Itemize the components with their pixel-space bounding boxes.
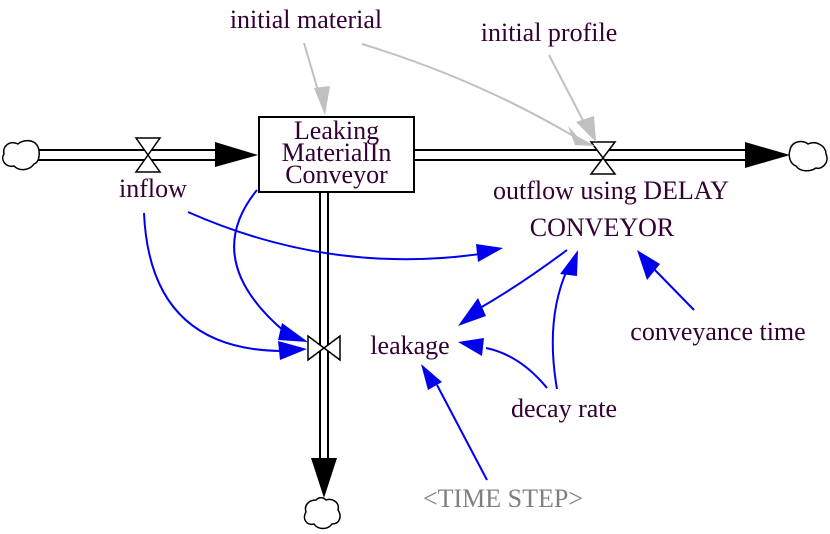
- link-decay-to-outflow: [551, 269, 568, 390]
- leakage-valve-icon[interactable]: [307, 334, 341, 362]
- arrowhead: [278, 323, 308, 342]
- arrowhead: [314, 86, 330, 115]
- init-links: [303, 42, 596, 146]
- initial-material-label[interactable]: initial material: [229, 5, 383, 34]
- arrowhead: [576, 116, 596, 142]
- inflow-label[interactable]: inflow: [119, 174, 187, 203]
- stock-leaking-material-in-conveyor[interactable]: Leaking MaterialIn Conveyor: [258, 116, 415, 193]
- link-initial-profile-to-outflow: [548, 54, 589, 131]
- leak-sink-cloud-icon: [303, 496, 341, 530]
- link-timestep-to-leakage: [436, 384, 488, 481]
- sink-cloud-icon: [788, 140, 828, 172]
- link-inflow-to-outflow: [187, 211, 481, 261]
- arrowhead: [458, 298, 486, 326]
- link-initial-material-to-outflow: [361, 43, 581, 141]
- inflow-pipe: [38, 142, 258, 167]
- outflow-pipe: [415, 142, 790, 168]
- outflow-label-line2[interactable]: CONVEYOR: [529, 213, 675, 242]
- arrowhead: [421, 364, 442, 390]
- arrowhead: [568, 126, 595, 146]
- arrowhead: [476, 244, 503, 262]
- causal-links: [143, 189, 695, 481]
- link-decay-to-leakage: [485, 347, 548, 389]
- link-stock-to-leakage: [233, 189, 286, 333]
- stock-label-line2: MaterialIn: [281, 138, 392, 167]
- stock-label-line1: Leaking: [293, 116, 380, 145]
- link-conveyance-to-outflow: [652, 267, 695, 311]
- source-cloud-icon: [2, 139, 40, 171]
- stock-label-line3: Conveyor: [285, 160, 388, 189]
- arrowhead: [278, 341, 307, 360]
- arrowhead: [637, 250, 660, 280]
- leakage-pipe: [311, 193, 337, 498]
- decay-rate-label[interactable]: decay rate: [510, 394, 618, 423]
- inflow-valve-icon[interactable]: [134, 137, 162, 173]
- initial-profile-label[interactable]: initial profile: [480, 18, 618, 47]
- outflow-valve-icon[interactable]: [589, 141, 617, 175]
- arrowhead: [560, 250, 578, 276]
- link-outflow-to-leakage: [479, 249, 568, 309]
- leakage-label[interactable]: leakage: [370, 331, 450, 360]
- time-step-shadow-label[interactable]: <TIME STEP>: [422, 484, 584, 513]
- outflow-label-line1[interactable]: outflow using DELAY: [493, 176, 729, 205]
- link-inflow-to-leakage: [143, 212, 283, 352]
- conveyance-time-label[interactable]: conveyance time: [630, 317, 806, 346]
- arrowhead: [458, 338, 484, 356]
